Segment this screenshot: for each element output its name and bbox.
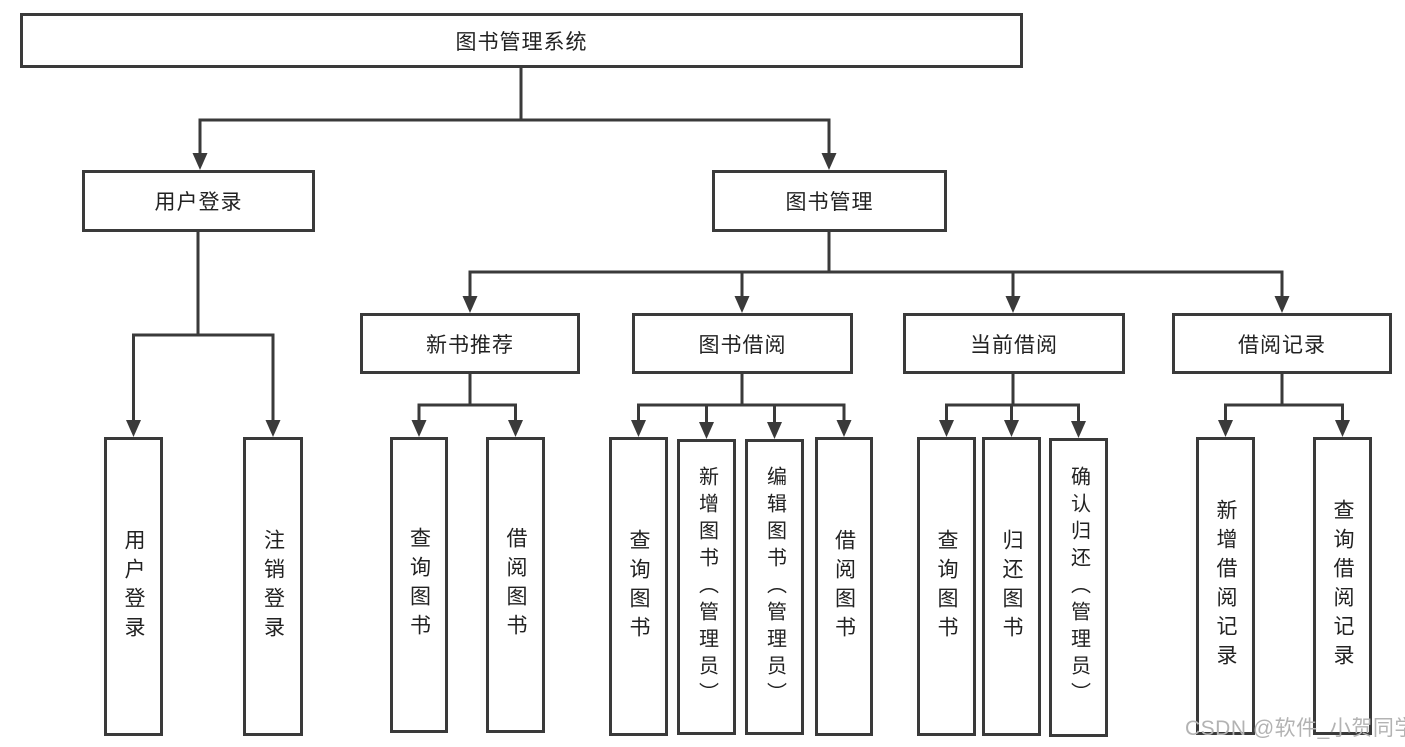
node-new-book-recommend: 新书推荐 — [360, 313, 580, 374]
node-book-borrow: 图书借阅 — [632, 313, 853, 374]
node-leaf-borrow-books-a: 借阅图书 — [486, 437, 545, 733]
node-root-system: 图书管理系统 — [20, 13, 1023, 68]
node-leaf-return-books: 归还图书 — [982, 437, 1041, 736]
node-leaf-edit-books-admin: 编辑图书（管理员） — [745, 439, 804, 735]
node-leaf-query-books-c: 查询图书 — [917, 437, 976, 736]
node-book-management: 图书管理 — [712, 170, 947, 232]
csdn-watermark: CSDN @软件_小贺同学 — [1185, 717, 1405, 740]
node-leaf-borrow-books-b: 借阅图书 — [815, 437, 873, 736]
node-borrow-records: 借阅记录 — [1172, 313, 1392, 374]
node-leaf-add-borrow-record: 新增借阅记录 — [1196, 437, 1255, 735]
node-current-borrow: 当前借阅 — [903, 313, 1125, 374]
node-leaf-query-books-a: 查询图书 — [390, 437, 448, 733]
node-leaf-confirm-return-admin: 确认归还（管理员） — [1049, 438, 1108, 737]
node-leaf-user-login: 用户登录 — [104, 437, 163, 736]
node-leaf-query-books-b: 查询图书 — [609, 437, 668, 736]
node-leaf-query-borrow-record: 查询借阅记录 — [1313, 437, 1372, 735]
node-leaf-add-books-admin: 新增图书（管理员） — [677, 439, 736, 735]
node-user-login: 用户登录 — [82, 170, 315, 232]
node-leaf-logout: 注销登录 — [243, 437, 303, 736]
